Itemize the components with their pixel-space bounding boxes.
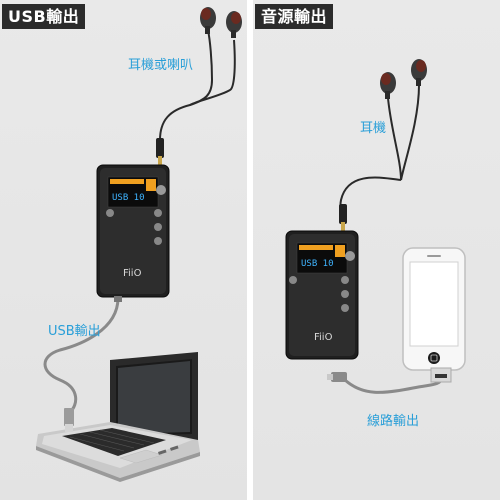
earphone-or-speaker-label: 耳機或喇叭 xyxy=(128,58,194,73)
earphones-icon xyxy=(380,59,427,99)
device-brand-logo: FiiO xyxy=(123,268,142,279)
usb-output-illustration: USB 10 FiiO xyxy=(36,7,242,482)
up-button[interactable] xyxy=(154,223,162,231)
amplifier-device-icon xyxy=(285,230,359,360)
device-brand-logo: FiiO xyxy=(314,332,333,343)
device-display-text: USB 10 xyxy=(301,259,334,269)
earphone-cable-right xyxy=(339,176,402,223)
menu-button[interactable] xyxy=(154,209,162,217)
smartphone-icon xyxy=(402,247,466,371)
line-output-label: 線路輸出 xyxy=(367,414,420,429)
up-button[interactable] xyxy=(341,290,349,298)
earphone-label: 耳機 xyxy=(360,121,387,136)
laptop-icon xyxy=(36,352,200,482)
panel-divider xyxy=(247,0,253,500)
usb-cable xyxy=(43,297,120,414)
volume-knob[interactable] xyxy=(345,251,355,261)
power-button[interactable] xyxy=(289,276,297,284)
usb-output-panel: USB 10 FiiO xyxy=(0,0,247,500)
amplifier-device-icon xyxy=(96,164,170,298)
line-output-title: 音源輸出 xyxy=(255,4,334,29)
audio-cable xyxy=(344,377,445,394)
volume-knob[interactable] xyxy=(156,185,166,195)
down-button[interactable] xyxy=(154,237,162,245)
menu-button[interactable] xyxy=(341,276,349,284)
earphone-cable-left xyxy=(159,79,213,141)
earphones-icon xyxy=(200,7,242,38)
line-output-panel: USB 10 FiiO xyxy=(253,0,500,500)
down-button[interactable] xyxy=(341,304,349,312)
line-output-illustration: USB 10 FiiO xyxy=(285,59,466,394)
usb-cable-label: USB輸出 xyxy=(48,324,101,339)
device-display-text: USB 10 xyxy=(112,193,145,203)
power-button[interactable] xyxy=(106,209,114,217)
usb-output-title: USB輸出 xyxy=(2,4,86,29)
usb-plug-icon xyxy=(64,408,74,432)
